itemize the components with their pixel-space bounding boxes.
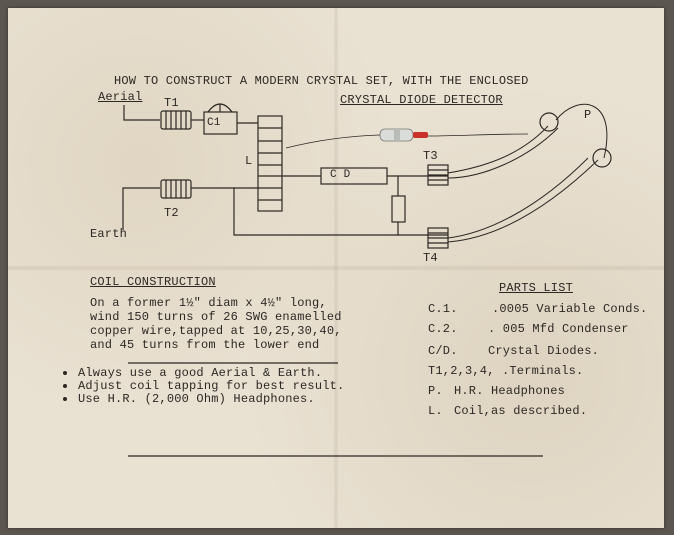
earth-wire xyxy=(122,187,160,230)
t3-label: T3 xyxy=(423,149,438,163)
headphone-wire xyxy=(447,127,559,179)
enclosed-diode xyxy=(379,128,428,142)
variable-capacitor-c1 xyxy=(203,103,238,135)
p-label: P xyxy=(584,108,592,122)
part-code: C.1. xyxy=(428,302,458,316)
headphone-wire xyxy=(555,104,608,159)
t4-label: T4 xyxy=(423,251,438,265)
bullet-dot xyxy=(63,371,67,375)
title-line-2: CRYSTAL DIODE DETECTOR xyxy=(340,93,503,107)
wire-t2-bus xyxy=(191,187,448,236)
tip-line: Always use a good Aerial & Earth. xyxy=(78,366,323,380)
part-desc: .Terminals. xyxy=(502,364,584,378)
coil-line: and 45 turns from the lower end xyxy=(90,338,320,352)
t2-label: T2 xyxy=(164,206,179,220)
cd-label: C D xyxy=(330,169,351,181)
part-desc: H.R. Headphones xyxy=(454,384,566,398)
part-desc: Coil,as described. xyxy=(454,404,588,418)
coil-line: copper wire,tapped at 10,25,30,40, xyxy=(90,324,342,338)
aerial-wire xyxy=(123,105,160,121)
part-desc: .0005 Variable Conds. xyxy=(492,302,648,316)
t1-label: T1 xyxy=(164,96,179,110)
bullet-dot xyxy=(63,384,67,388)
part-desc: . 005 Mfd Condenser xyxy=(488,322,629,336)
part-code: T1,2,3,4, xyxy=(428,364,495,378)
tip-line: Adjust coil tapping for best result. xyxy=(78,379,345,393)
headphone-earpiece xyxy=(539,112,559,132)
part-code: P. xyxy=(428,384,443,398)
crystal-set-schematic xyxy=(63,103,612,457)
instruction-sheet: HOW TO CONSTRUCT A MODERN CRYSTAL SET, W… xyxy=(8,8,664,528)
condenser-c2 xyxy=(391,195,406,223)
title-line-1: HOW TO CONSTRUCT A MODERN CRYSTAL SET, W… xyxy=(114,74,529,88)
headphone-wire xyxy=(447,157,589,239)
diode-lead xyxy=(285,134,381,149)
coil-line: wind 150 turns of 26 SWG enamelled xyxy=(90,310,342,324)
earth-label: Earth xyxy=(90,227,128,241)
terminal-t1 xyxy=(160,110,192,130)
bullet-dot xyxy=(63,397,67,401)
headphone-earpiece xyxy=(592,148,612,168)
coil-construction-heading: COIL CONSTRUCTION xyxy=(90,275,216,289)
headphone-wire xyxy=(447,125,549,174)
c1-label: C1 xyxy=(207,117,221,129)
coil-line: On a former 1½" diam x 4½" long, xyxy=(90,296,327,310)
parts-list-heading: PARTS LIST xyxy=(499,281,574,295)
aerial-label: Aerial xyxy=(98,90,143,104)
coil-label: L xyxy=(245,154,253,168)
terminal-t3 xyxy=(427,164,449,186)
coil-l xyxy=(257,115,283,212)
terminal-t2 xyxy=(160,179,192,199)
tip-line: Use H.R. (2,000 Ohm) Headphones. xyxy=(78,392,315,406)
part-code: C.2. xyxy=(428,322,458,336)
part-desc: Crystal Diodes. xyxy=(488,344,600,358)
terminal-t4 xyxy=(427,227,449,249)
part-code: L. xyxy=(428,404,443,418)
diode-lead xyxy=(427,133,529,137)
headphone-wire xyxy=(447,159,599,243)
part-code: C/D. xyxy=(428,344,458,358)
